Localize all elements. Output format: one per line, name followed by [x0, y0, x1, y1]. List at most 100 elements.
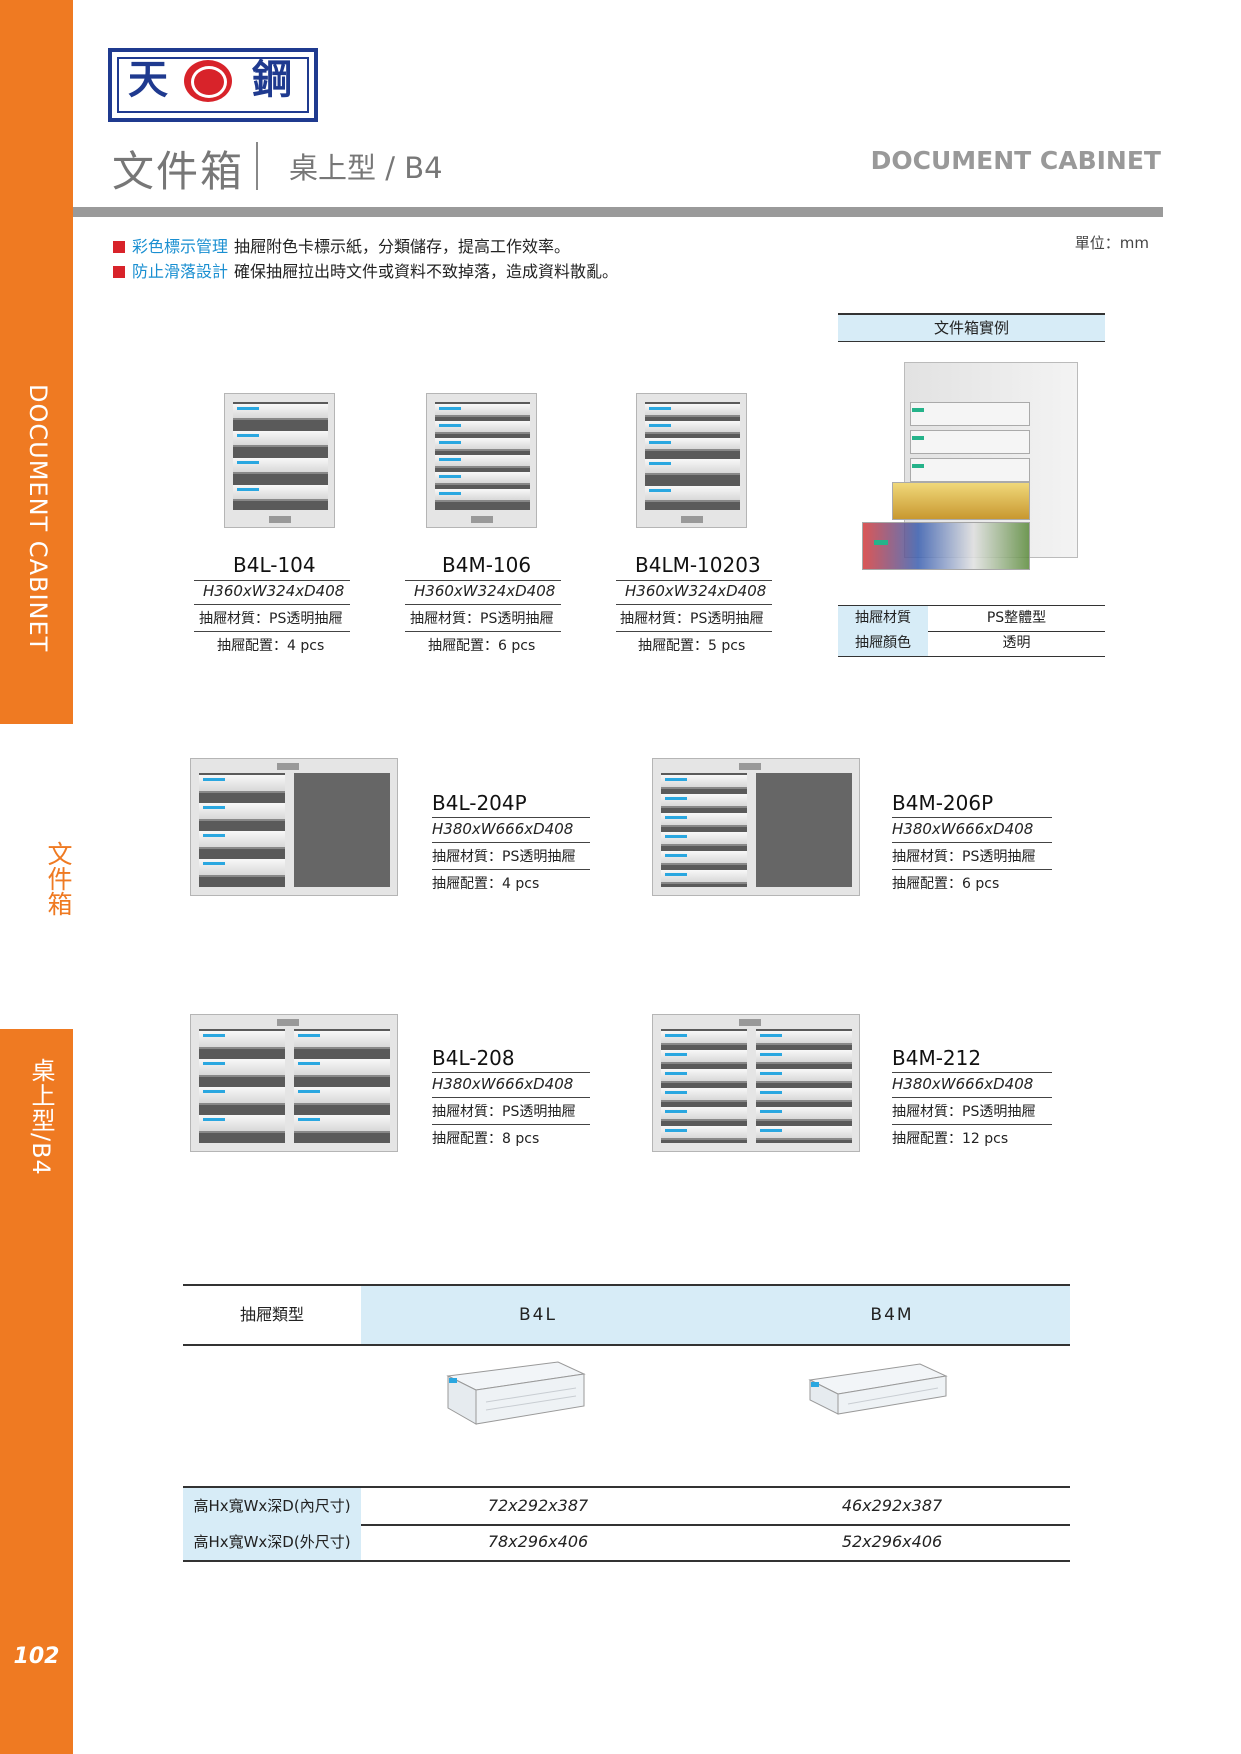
side-label-type: 桌上型/B4 — [27, 1058, 55, 1176]
logo-char-right: 鋼 — [252, 57, 292, 103]
page-subtitle: 桌上型 / B4 — [289, 151, 443, 185]
cabinet-image — [652, 758, 860, 896]
drawer-table-cell: 46x292x387 — [841, 1496, 943, 1515]
product-model: B4M-212 — [892, 1046, 982, 1070]
drawer-table-row: 高Hx寬Wx深D(外尺寸) 78x296x406 52x296x406 — [183, 1524, 1070, 1562]
cabinet-image — [190, 758, 398, 896]
drawer-table-cell: 52x296x406 — [841, 1532, 943, 1551]
product-dimensions: H380xW666xD408 — [432, 1075, 574, 1093]
spec-value: PS整體型 — [986, 610, 1047, 626]
product-material: 抽屜材質：PS透明抽屜 — [892, 1104, 1036, 1120]
side-label-en: DOCUMENT CABINET — [24, 384, 52, 653]
drawer-b4m-image — [808, 1363, 948, 1415]
spec-key: 抽屜材質 — [838, 606, 928, 631]
divider — [432, 1097, 590, 1098]
product-model: B4L-104 — [233, 553, 316, 577]
product-config: 抽屜配置：6 pcs — [892, 876, 1000, 892]
product-material: 抽屜材質：PS透明抽屜 — [432, 1104, 576, 1120]
divider — [892, 842, 1052, 843]
product-material: 抽屜材質：PS透明抽屜 — [620, 611, 764, 627]
product-config: 抽屜配置：8 pcs — [432, 1131, 540, 1147]
divider — [194, 604, 350, 605]
divider — [432, 1124, 590, 1125]
product-model: B4M-206P — [892, 791, 994, 815]
product-dimensions: H360xW324xD408 — [203, 582, 345, 600]
product-config: 抽屜配置：6 pcs — [428, 638, 536, 654]
drawer-table-row-label: 高Hx寬Wx深D(外尺寸) — [183, 1524, 361, 1560]
logo-char-left: 天 — [128, 57, 168, 103]
side-label-category: 文件箱 — [44, 840, 73, 916]
divider — [432, 1072, 590, 1073]
divider — [892, 817, 1052, 818]
product-dimensions: H380xW666xD408 — [892, 1075, 1034, 1093]
product-model: B4M-106 — [442, 553, 532, 577]
cabinet-image — [224, 393, 335, 528]
product-config: 抽屜配置：4 pcs — [217, 638, 325, 654]
feature-name: 防止滑落設計 — [132, 262, 229, 281]
divider — [616, 631, 772, 632]
divider — [405, 631, 561, 632]
product-material: 抽屜材質：PS透明抽屜 — [199, 611, 343, 627]
divider — [616, 604, 772, 605]
divider — [892, 1124, 1052, 1125]
drawer-table-cell: 78x296x406 — [487, 1532, 589, 1551]
divider — [432, 842, 590, 843]
drawer-table-header-label: 抽屜類型 — [183, 1284, 361, 1346]
feature-item: 防止滑落設計確保抽屜拉出時文件或資料不致掉落，造成資料散亂。 — [113, 258, 618, 282]
bullet-square-icon — [113, 266, 125, 278]
feature-name: 彩色標示管理 — [132, 237, 229, 256]
header-rule — [73, 207, 1163, 217]
drawer-table-row-label: 高Hx寬Wx深D(內尺寸) — [183, 1488, 361, 1524]
product-model: B4L-208 — [432, 1046, 515, 1070]
sample-spec-row: 抽屜材質 PS整體型 — [838, 605, 1105, 632]
drawer-table-column: B4M — [870, 1305, 914, 1325]
product-model: B4LM-10203 — [635, 553, 761, 577]
divider — [892, 1097, 1052, 1098]
feature-text: 確保抽屜拉出時文件或資料不致掉落，造成資料散亂。 — [234, 262, 619, 281]
divider — [194, 580, 350, 581]
feature-text: 抽屜附色卡標示紙，分類儲存，提高工作效率。 — [234, 237, 571, 256]
product-model: B4L-204P — [432, 791, 527, 815]
divider — [432, 817, 590, 818]
sample-cabinet-image — [852, 362, 1080, 592]
divider — [432, 869, 590, 870]
product-dimensions: H360xW324xD408 — [625, 582, 767, 600]
page-number: 102 — [13, 1644, 60, 1669]
divider — [616, 580, 772, 581]
divider — [892, 1072, 1052, 1073]
brand-logo: 天 鋼 — [108, 48, 318, 122]
cabinet-image — [190, 1014, 398, 1152]
product-material: 抽屜材質：PS透明抽屜 — [432, 849, 576, 865]
drawer-b4l-image — [446, 1361, 586, 1425]
product-config: 抽屜配置：4 pcs — [432, 876, 540, 892]
title-divider — [256, 142, 258, 190]
divider — [194, 631, 350, 632]
sample-spec-row: 抽屜顏色 透明 — [838, 631, 1105, 657]
spec-key: 抽屜顏色 — [838, 631, 928, 656]
divider — [405, 580, 561, 581]
product-dimensions: H380xW666xD408 — [892, 820, 1034, 838]
cabinet-image — [652, 1014, 860, 1152]
page-title: 文件箱 — [112, 147, 245, 196]
product-dimensions: H360xW324xD408 — [414, 582, 556, 600]
drawer-table-column: B4L — [519, 1305, 557, 1325]
product-config: 抽屜配置：12 pcs — [892, 1131, 1009, 1147]
cabinet-image — [426, 393, 537, 528]
divider — [892, 869, 1052, 870]
spec-value: 透明 — [1002, 635, 1031, 651]
product-dimensions: H380xW666xD408 — [432, 820, 574, 838]
sample-title: 文件箱實例 — [838, 313, 1105, 342]
drawer-table-row: 高Hx寬Wx深D(內尺寸) 72x292x387 46x292x387 — [183, 1486, 1070, 1526]
bullet-square-icon — [113, 241, 125, 253]
drawer-table-header: B4L B4M — [361, 1284, 1070, 1346]
logo-seal-icon — [184, 60, 232, 102]
side-strip-gap — [0, 724, 73, 1029]
product-material: 抽屜材質：PS透明抽屜 — [410, 611, 554, 627]
product-config: 抽屜配置：5 pcs — [638, 638, 746, 654]
divider — [405, 604, 561, 605]
cabinet-image — [636, 393, 747, 528]
product-material: 抽屜材質：PS透明抽屜 — [892, 849, 1036, 865]
page-title-en: DOCUMENT CABINET — [870, 146, 1161, 175]
unit-label: 單位：mm — [1074, 234, 1149, 252]
feature-item: 彩色標示管理抽屜附色卡標示紙，分類儲存，提高工作效率。 — [113, 233, 570, 257]
